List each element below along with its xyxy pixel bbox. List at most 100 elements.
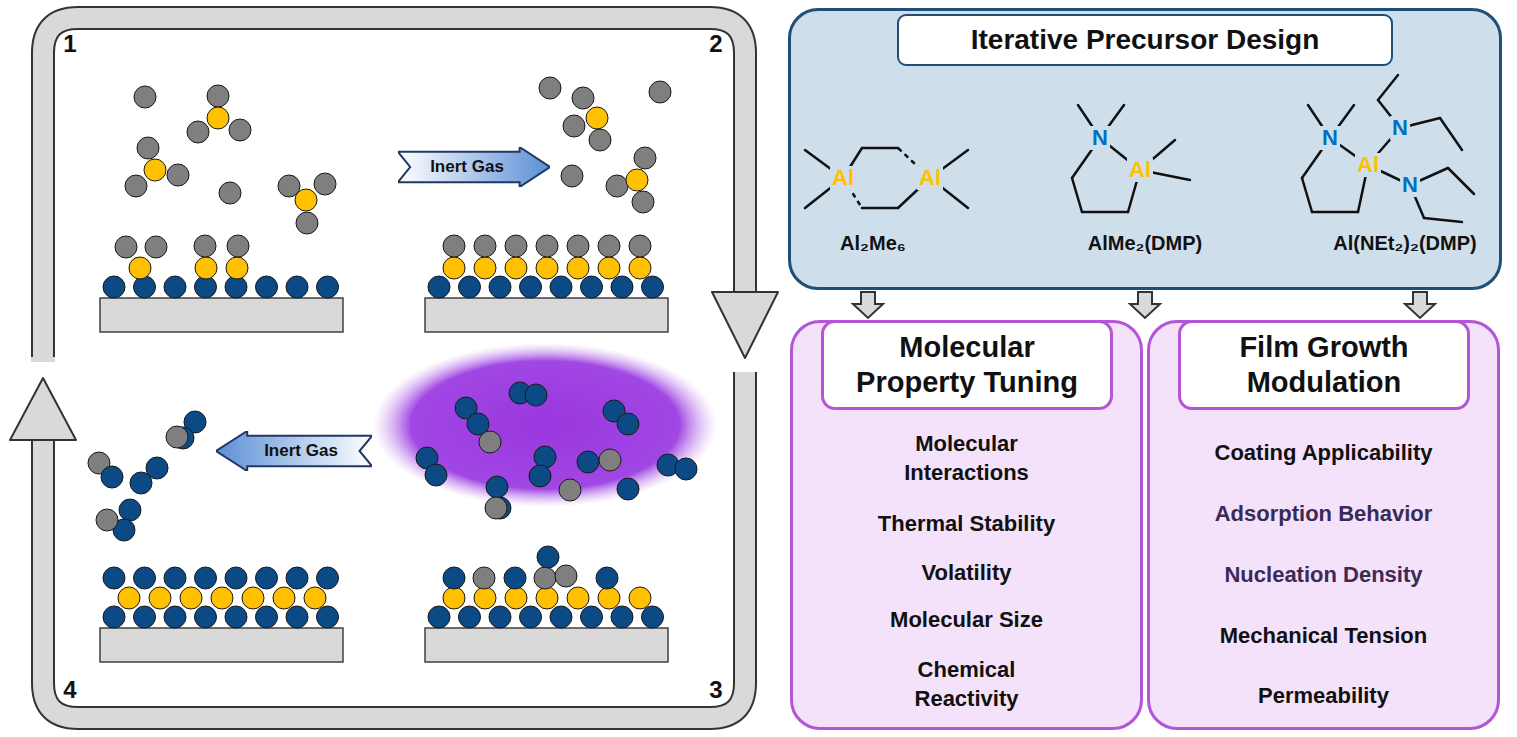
atom-label: Al: [1355, 153, 1381, 177]
atom: [149, 587, 171, 609]
atom: [242, 587, 264, 609]
atom: [598, 235, 620, 257]
atom: [115, 236, 137, 258]
atom: [166, 426, 188, 448]
atom: [479, 431, 501, 453]
atom: [103, 606, 125, 628]
atom: [130, 472, 152, 494]
atom: [317, 276, 339, 298]
bond: [1072, 178, 1082, 212]
atom: [489, 606, 511, 628]
atom: [529, 465, 551, 487]
atom-label: Al: [1127, 158, 1153, 182]
bond: [1082, 211, 1128, 214]
atom: [611, 276, 633, 298]
atom: [599, 449, 621, 471]
flow-arrow: [1130, 292, 1160, 318]
atom: [629, 587, 651, 609]
atom: [137, 137, 159, 159]
atom: [195, 257, 217, 279]
atom: [187, 121, 209, 143]
atom: [164, 606, 186, 628]
atom: [428, 606, 450, 628]
bond: [1378, 75, 1398, 100]
bond: [1424, 218, 1462, 222]
atom: [101, 466, 123, 488]
atom: [629, 257, 651, 279]
atom: [219, 182, 241, 204]
atom: [194, 235, 216, 257]
atom: [129, 257, 151, 279]
atom: [314, 173, 336, 195]
molecule-name: AlMe₂(DMP): [1088, 233, 1202, 253]
arrow-label: Inert Gas: [264, 441, 338, 461]
outcome-panel: Molecular Property TuningMolecular Inter…: [790, 320, 1143, 730]
atom: [256, 276, 278, 298]
atom: [96, 509, 118, 531]
panel-item: Permeability: [1258, 682, 1389, 711]
atom: [144, 159, 166, 181]
atom: [581, 606, 603, 628]
arrow-outline: [216, 431, 372, 471]
atom: [180, 587, 202, 609]
atom: [317, 567, 339, 589]
atom: [596, 567, 618, 589]
atom: [145, 236, 167, 258]
atom: [118, 587, 140, 609]
atom: [164, 276, 186, 298]
atom: [443, 257, 465, 279]
atom: [227, 235, 249, 257]
atom: [125, 175, 147, 197]
panel-item: Coating Applicability: [1215, 439, 1433, 468]
atom: [443, 567, 465, 589]
atom: [617, 413, 639, 435]
atom: [286, 606, 308, 628]
atom: [642, 276, 664, 298]
atom-label: N: [1090, 126, 1110, 150]
atom: [473, 567, 495, 589]
atom: [577, 451, 599, 473]
atom: [459, 606, 481, 628]
bond: [1302, 178, 1312, 212]
atom: [581, 276, 603, 298]
atom: [642, 606, 664, 628]
atom: [103, 567, 125, 589]
atom: [505, 235, 527, 257]
atom: [286, 276, 308, 298]
atom: [617, 478, 639, 500]
panel-item: Thermal Stability: [878, 510, 1055, 539]
callout-number: 1: [63, 32, 76, 56]
atom: [229, 119, 251, 141]
atom: [474, 587, 496, 609]
atom: [632, 191, 654, 213]
atom: [317, 606, 339, 628]
atom: [586, 107, 608, 129]
atom: [598, 257, 620, 279]
arrow-label: Inert Gas: [430, 157, 504, 177]
molecule-name: Al(NEt₂)₂(DMP): [1333, 233, 1476, 253]
atom: [103, 276, 125, 298]
atom: [567, 257, 589, 279]
panel-item: Volatility: [921, 559, 1011, 588]
atom: [295, 189, 317, 211]
flow-arrow: [1405, 292, 1435, 318]
atom: [207, 107, 229, 129]
atom: [504, 567, 526, 589]
atom: [273, 587, 295, 609]
atom: [207, 85, 229, 107]
atom: [525, 384, 547, 406]
gas-purge-arrow: Inert Gas: [216, 431, 372, 471]
atom: [225, 567, 247, 589]
atom: [459, 276, 481, 298]
gas-purge-arrow: Inert Gas: [398, 147, 550, 187]
panel-item: Molecular Size: [890, 606, 1043, 635]
atom-label: Al: [830, 166, 856, 190]
atom: [505, 257, 527, 279]
molecule-name: Al₂Me₆: [840, 233, 906, 253]
atom: [505, 587, 527, 609]
atom: [256, 567, 278, 589]
plasma-glow: [373, 343, 717, 507]
atom-label: Al: [917, 166, 943, 190]
atom: [119, 499, 141, 521]
atom-label: N: [1320, 126, 1340, 150]
